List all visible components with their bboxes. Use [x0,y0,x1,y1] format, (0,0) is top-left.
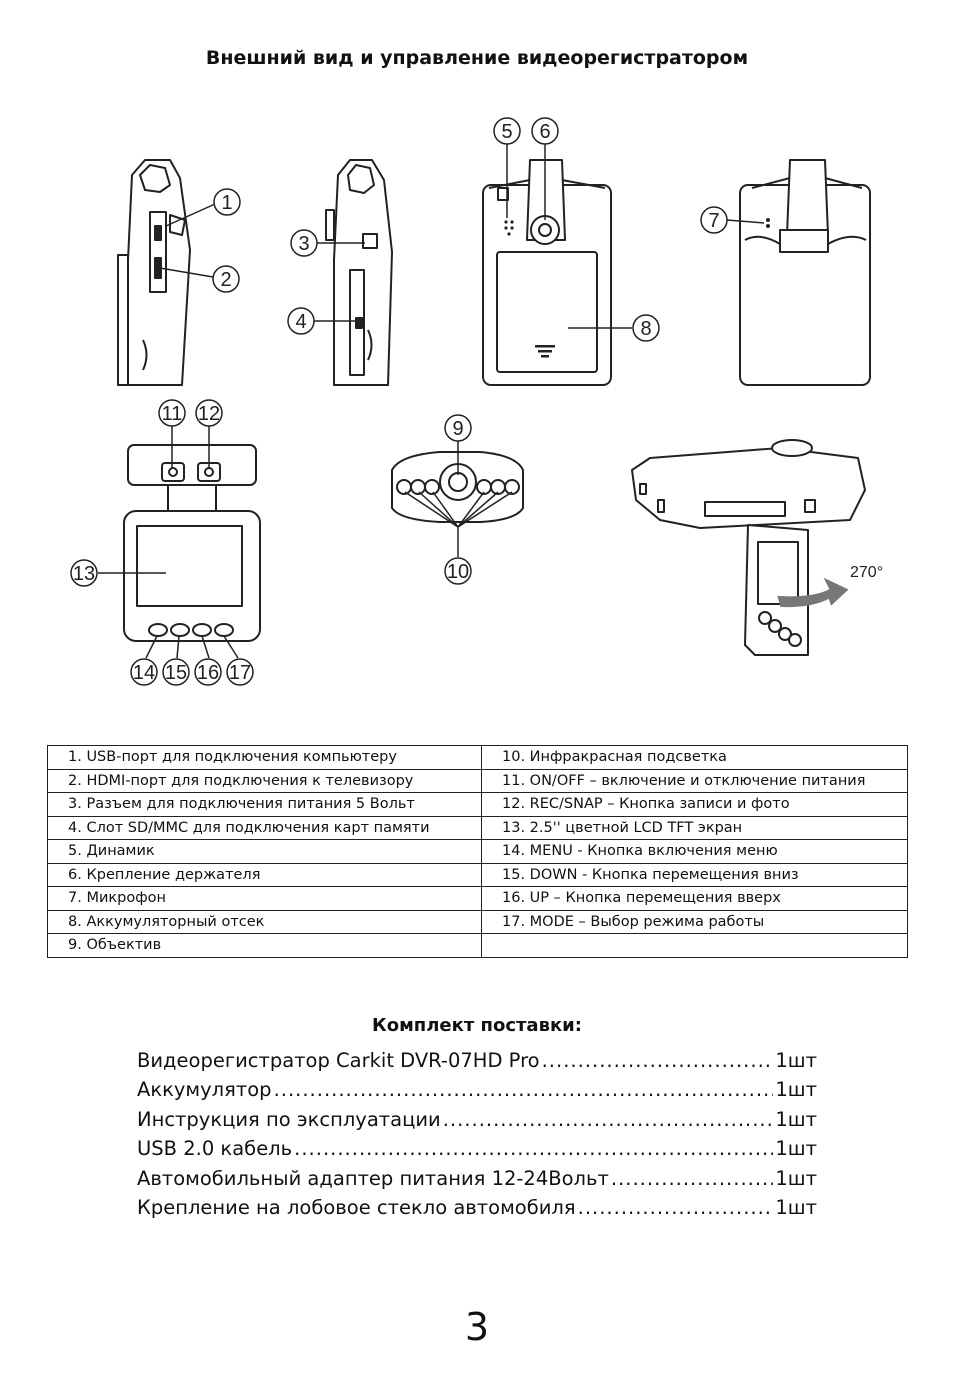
perspective-view [631,439,866,656]
page-title: Внешний вид и управление видеорегистрато… [205,47,749,69]
svg-text:14: 14 [133,662,155,684]
kit-list: Видеорегистратор Carkit DVR-07HD Pro1шт … [137,1042,817,1220]
callout-13: 13 [70,559,98,587]
svg-text:6: 6 [539,121,550,143]
back-view [482,159,612,386]
list-item: Видеорегистратор Carkit DVR-07HD Pro1шт [137,1042,817,1072]
callout-17: 17 [226,658,254,686]
svg-text:16: 16 [197,662,219,684]
callout-7: 7 [700,206,728,234]
device-diagram: 270° 1 2 3 4 5 6 7 8 9 10 [70,117,883,686]
svg-text:5: 5 [501,121,512,143]
table-row: 4. Слот SD/MMC для подключения карт памя… [47,815,908,840]
list-item: Крепление на лобовое стекло автомобиля1ш… [137,1190,817,1219]
rotation-arrow [777,577,849,608]
screen-view [123,444,261,642]
svg-text:8: 8 [640,318,651,340]
callout-15: 15 [162,658,190,686]
callout-11: 11 [158,399,186,427]
list-item: Аккумулятор1шт [137,1072,817,1101]
callout-10: 10 [444,557,472,585]
callout-9: 9 [444,414,472,442]
svg-text:17: 17 [229,662,251,684]
callout-5: 5 [493,117,521,145]
table-row: 2. HDMI-порт для подключения к телевизор… [47,768,908,793]
page-number: 3 [464,1305,490,1349]
side-view-right [325,159,393,386]
front-view [739,159,871,386]
callout-16: 16 [194,658,222,686]
callout-2: 2 [212,265,240,293]
callout-8: 8 [632,314,660,342]
svg-text:7: 7 [708,210,719,232]
side-view-left [117,159,191,386]
callout-3: 3 [290,229,318,257]
list-item: Инструкция по эксплуатации1шт [137,1101,817,1131]
rotation-label: 270° [850,564,883,581]
svg-text:11: 11 [162,403,183,425]
table-row: 9. Объектив [47,933,908,958]
svg-text:2: 2 [220,269,231,291]
list-item: USB 2.0 кабель1шт [137,1131,817,1160]
callout-4: 4 [287,307,315,335]
svg-text:12: 12 [198,403,220,425]
svg-text:10: 10 [447,561,469,583]
callout-1: 1 [213,188,241,216]
table-row: 3. Разъем для подключения питания 5 Воль… [47,792,908,817]
callout-14: 14 [130,658,158,686]
svg-text:1: 1 [221,192,232,214]
kit-title: Комплект поставки: [371,1015,582,1036]
svg-text:13: 13 [73,563,95,585]
svg-text:4: 4 [295,311,306,333]
callout-12: 12 [195,399,223,427]
svg-text:3: 3 [298,233,309,255]
svg-text:9: 9 [452,418,463,440]
callout-6: 6 [531,117,559,145]
svg-text:15: 15 [165,662,187,684]
list-item: Автомобильный адаптер питания 12-24Вольт… [137,1160,817,1190]
